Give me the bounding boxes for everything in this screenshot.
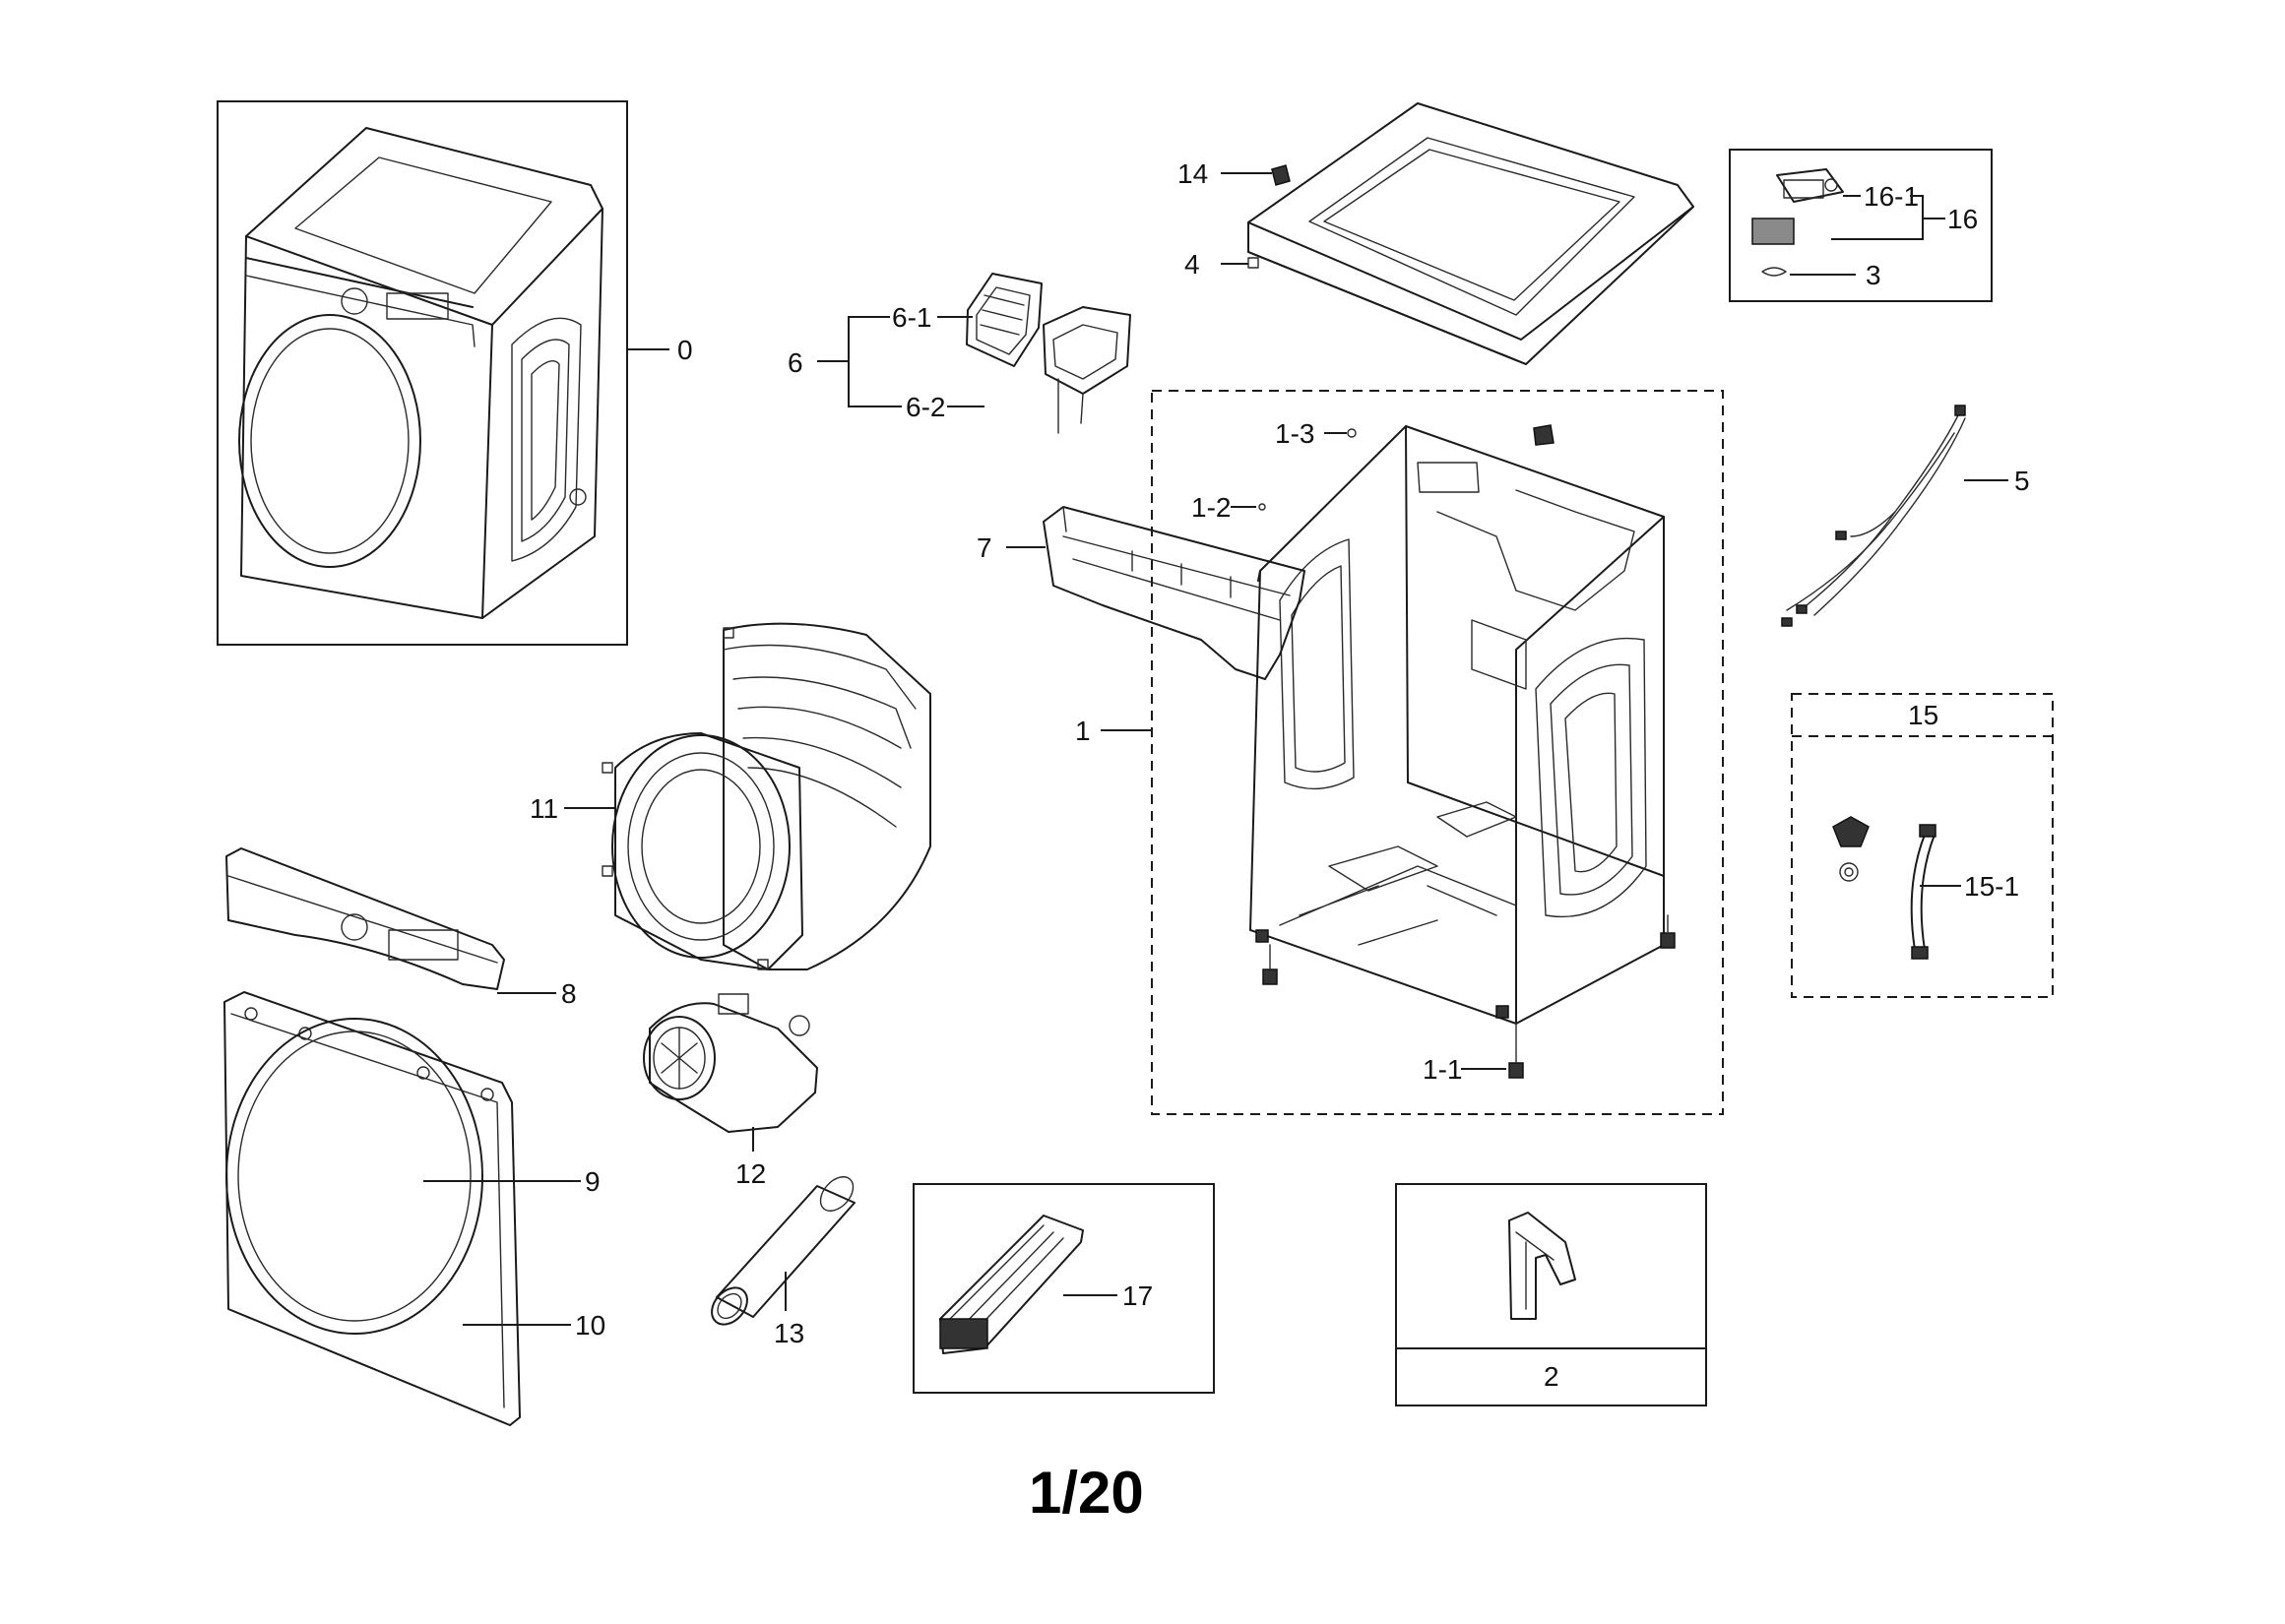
callout-1-3: 1-3 [1275,418,1314,449]
callout-1-2: 1-2 [1191,492,1231,523]
part-12-blower: 12 [643,993,818,1189]
filter-screen [1751,218,1795,245]
callout-9: 9 [585,1166,601,1197]
callout-16: 16 [1947,204,1978,234]
callout-14: 14 [1177,158,1208,189]
part-13-duct: 13 [711,1176,856,1348]
page-number: 1/20 [1029,1460,1144,1526]
callout-16-1: 16-1 [1864,181,1919,212]
callout-13: 13 [774,1318,804,1348]
callout-15-1: 15-1 [1964,871,2019,902]
callout-6-1: 6-1 [892,302,931,333]
callout-11: 11 [530,793,558,824]
callout-6: 6 [788,347,803,378]
part-1-cabinet: 1-3 1-2 1-1 1 [1075,390,1724,1115]
part-15-hose-kit: 15 15-1 [1791,693,2054,998]
part-17-heater: 17 [913,1183,1215,1394]
part-11-drum: 11 [530,622,931,970]
part-0-dryer-assembly: 0 [217,100,693,646]
part-6-bracket-set: 6-1 6-2 6 [788,273,1131,434]
callout-15: 15 [1908,700,1938,730]
part-7-front-frame: 7 [977,506,1305,680]
part-5-wire-harness: 5 [1781,405,2030,627]
callout-10: 10 [575,1310,605,1341]
callout-1: 1 [1075,716,1091,746]
callout-6-2: 6-2 [906,392,945,422]
callout-2: 2 [1544,1361,1559,1392]
part-10-front-panel: 10 [223,991,605,1426]
part-8-control-panel: 8 [225,847,577,1009]
callout-12: 12 [735,1158,766,1189]
callout-5: 5 [2014,466,2030,496]
callout-1-1: 1-1 [1423,1054,1462,1085]
part-4-top-plate: 4 [1184,102,1694,365]
callout-7: 7 [977,532,992,563]
callout-0: 0 [677,335,693,365]
part-9-door-ring: 9 [225,1018,601,1335]
part-2-bracket: 2 [1395,1183,1707,1406]
callout-3: 3 [1866,260,1881,290]
callout-8: 8 [561,978,577,1009]
callout-17: 17 [1122,1280,1153,1311]
part-16-kit: 16-1 16 3 [1729,149,1993,302]
callout-4: 4 [1184,249,1200,280]
part-14-clip: 14 [1177,158,1291,189]
